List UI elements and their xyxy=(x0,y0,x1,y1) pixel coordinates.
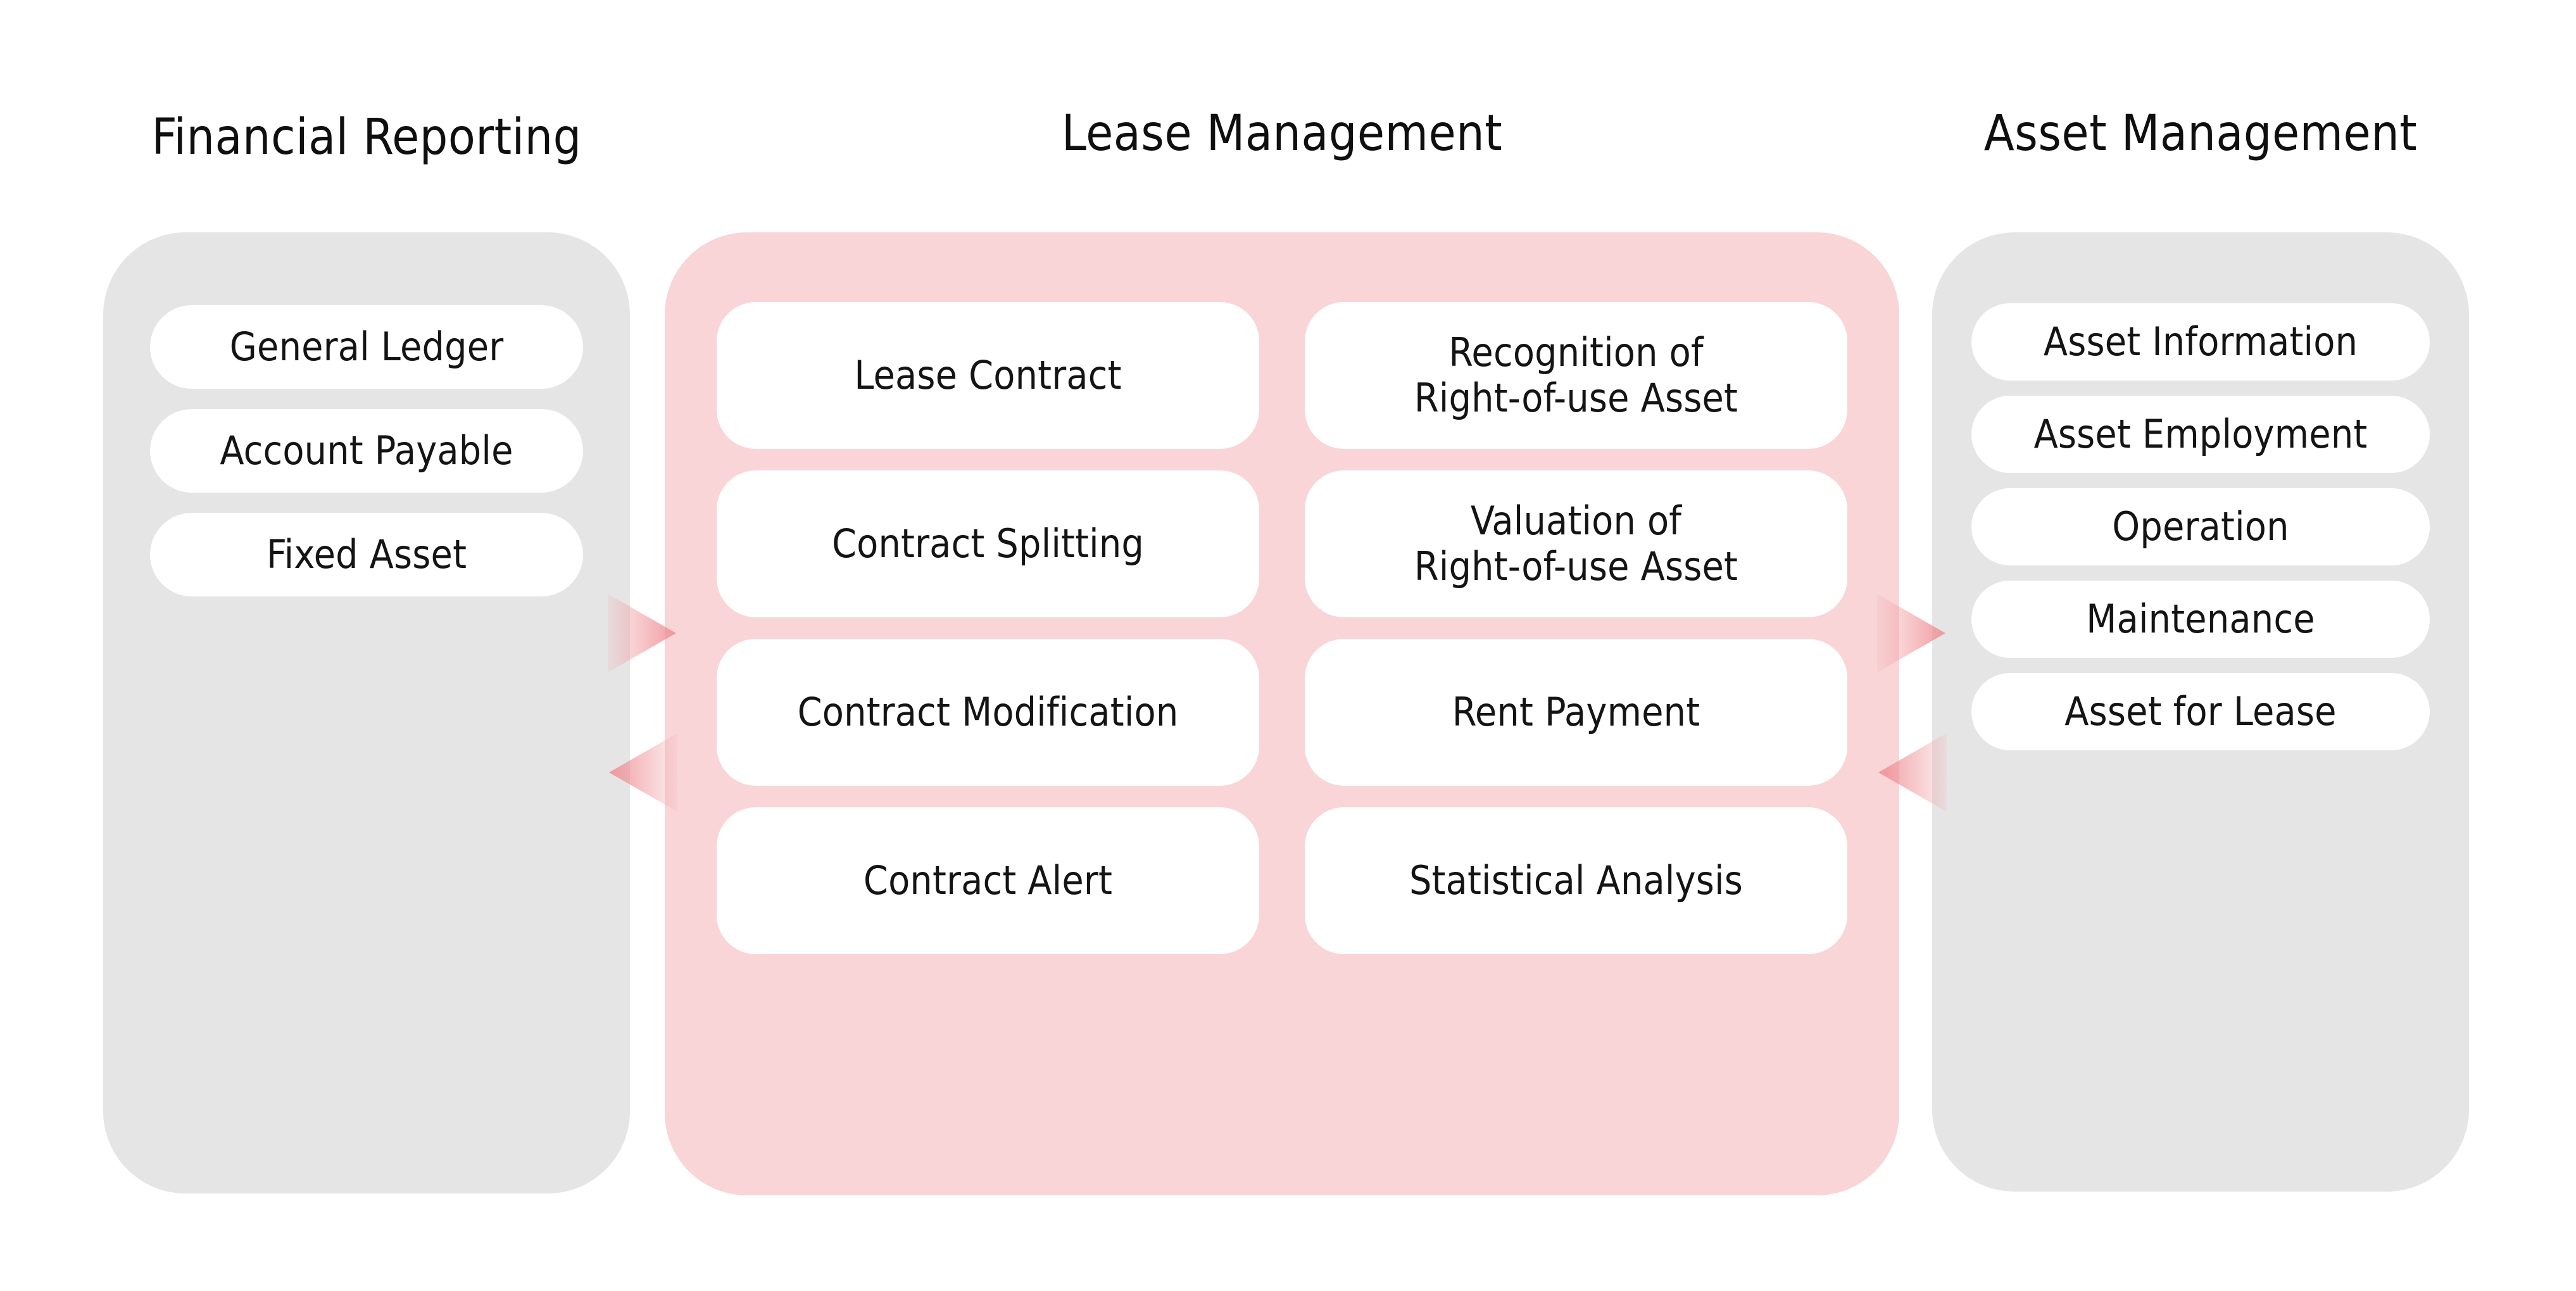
column-title-financial-reporting: Financial Reporting xyxy=(151,109,582,166)
card-general-ledger[interactable]: General Ledger xyxy=(150,305,583,389)
column-title-asset-management: Asset Management xyxy=(1983,105,2418,162)
card-asset-for-lease[interactable]: Asset for Lease xyxy=(1971,673,2430,750)
card-label: Maintenance xyxy=(2086,596,2315,643)
card-asset-employment[interactable]: Asset Employment xyxy=(1971,396,2430,473)
card-label: Valuation of Right-of-use Asset xyxy=(1414,498,1738,589)
card-label: Lease Contract xyxy=(854,352,1122,399)
card-label: Asset Employment xyxy=(2033,411,2368,458)
card-maintenance[interactable]: Maintenance xyxy=(1971,581,2430,658)
card-rent-payment[interactable]: Rent Payment xyxy=(1305,639,1847,786)
card-label: Statistical Analysis xyxy=(1409,857,1744,904)
financial-reporting-item-list: General Ledger Account Payable Fixed Ass… xyxy=(150,305,583,596)
card-valuation-of-right-of-use-asset[interactable]: Valuation of Right-of-use Asset xyxy=(1305,470,1847,617)
panel-asset-management: Asset Information Asset Employment Opera… xyxy=(1932,232,2469,1192)
card-operation[interactable]: Operation xyxy=(1971,488,2430,565)
card-lease-contract[interactable]: Lease Contract xyxy=(717,302,1259,449)
card-label: Asset Information xyxy=(2043,318,2358,365)
card-label: Account Payable xyxy=(220,427,513,474)
card-account-payable[interactable]: Account Payable xyxy=(150,409,583,493)
card-statistical-analysis[interactable]: Statistical Analysis xyxy=(1305,807,1847,954)
card-contract-splitting[interactable]: Contract Splitting xyxy=(717,470,1259,617)
card-label: Contract Splitting xyxy=(831,520,1145,567)
card-label: Rent Payment xyxy=(1452,689,1700,736)
card-label: Recognition of Right-of-use Asset xyxy=(1414,329,1738,421)
card-label: Fixed Asset xyxy=(266,531,467,578)
card-contract-modification[interactable]: Contract Modification xyxy=(717,639,1259,786)
card-label: Operation xyxy=(2112,503,2289,550)
asset-management-item-list: Asset Information Asset Employment Opera… xyxy=(1971,303,2430,750)
panel-lease-management: Lease Contract Recognition of Right-of-u… xyxy=(665,232,1899,1195)
column-title-lease-management: Lease Management xyxy=(1061,105,1503,162)
card-label: Asset for Lease xyxy=(2064,688,2337,735)
panel-financial-reporting: General Ledger Account Payable Fixed Ass… xyxy=(103,232,630,1193)
card-label: Contract Alert xyxy=(863,857,1113,904)
card-asset-information[interactable]: Asset Information xyxy=(1971,303,2430,381)
card-label: Contract Modification xyxy=(797,689,1179,736)
card-label: General Ledger xyxy=(229,324,504,370)
card-recognition-of-right-of-use-asset[interactable]: Recognition of Right-of-use Asset xyxy=(1305,302,1847,449)
lease-management-item-grid: Lease Contract Recognition of Right-of-u… xyxy=(717,302,1847,954)
card-contract-alert[interactable]: Contract Alert xyxy=(717,807,1259,954)
card-fixed-asset[interactable]: Fixed Asset xyxy=(150,513,583,596)
